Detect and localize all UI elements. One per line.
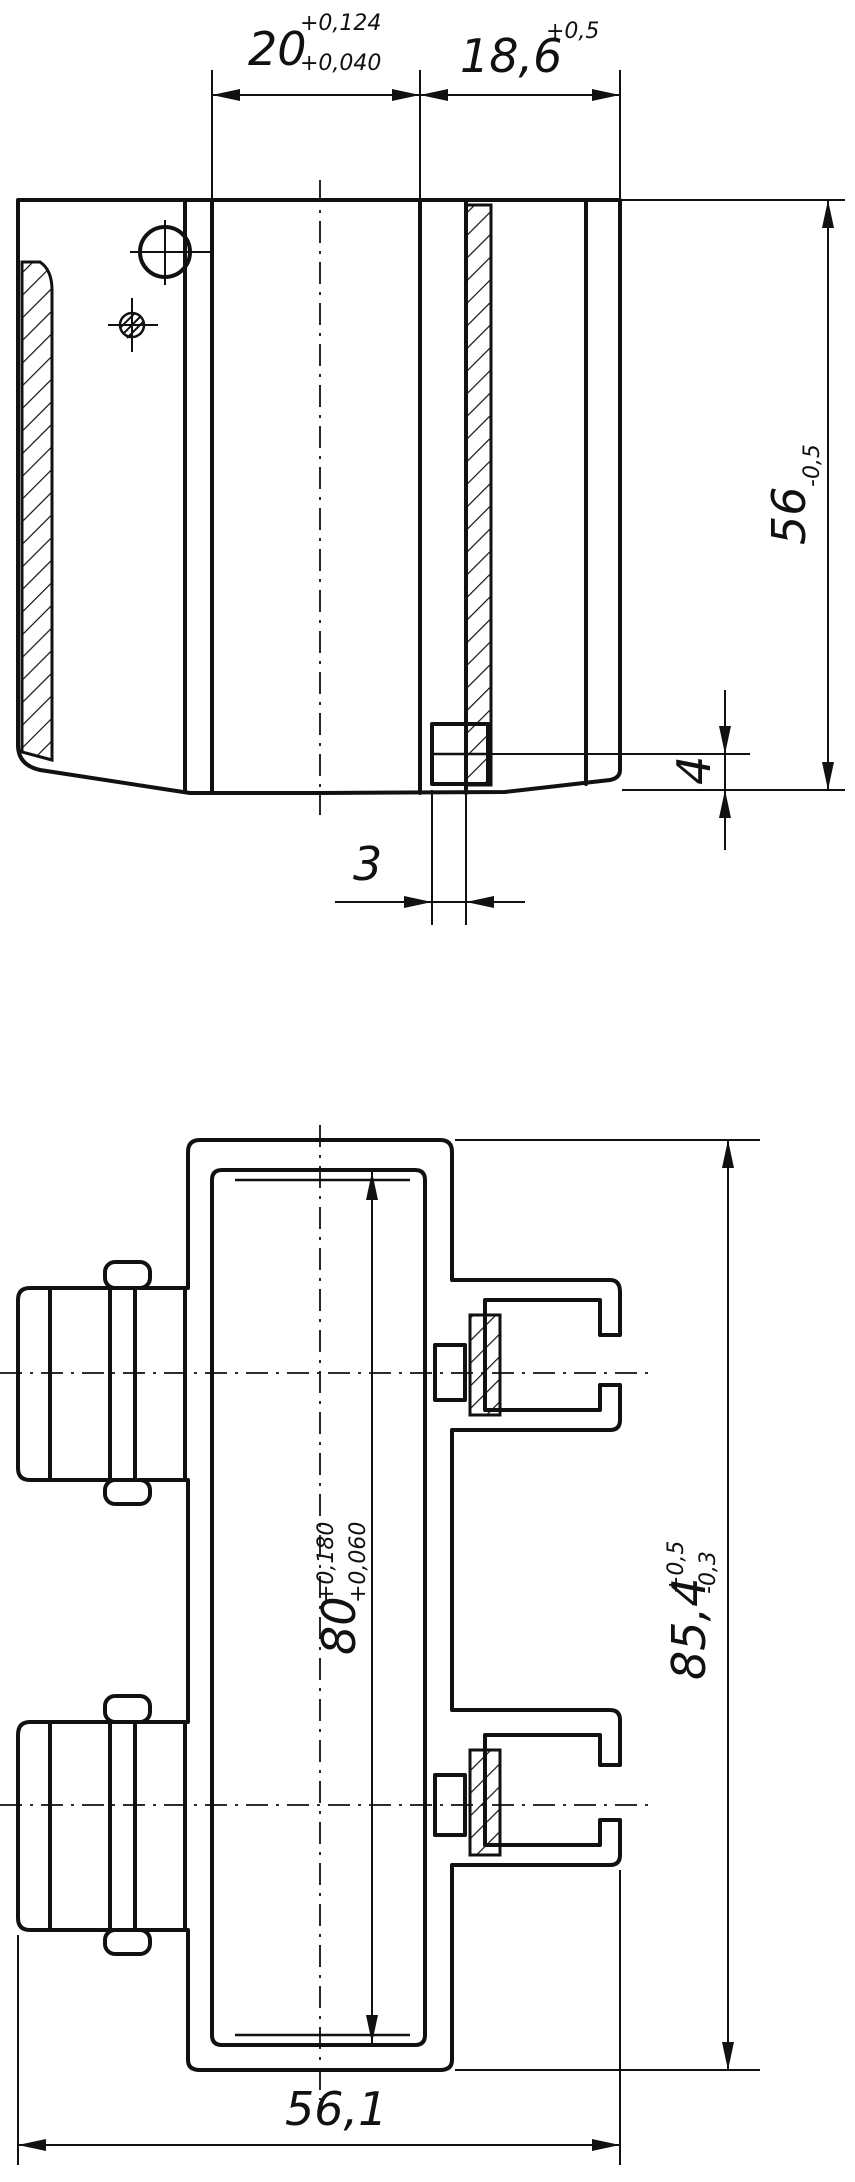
dim-height: 56 [762,486,816,545]
dim-width-b-upper: +0,5 [546,19,599,44]
dim-width-a-upper: +0,124 [300,11,381,36]
dim-outer-height: 85,4 [662,1578,716,1680]
bottom-view: 80 +0,180 +0,060 85,4 +0,5 -0,3 56,1 [0,1125,760,2165]
dim-gap: 3 [353,837,382,891]
nut-upper-section [468,1313,502,1417]
dim-width-a-lower: +0,040 [300,51,381,76]
dim-inner-upper: +0,180 [314,1522,339,1603]
clamp-upper-tab-bottom [103,1478,152,1506]
dim-inner-height: 80 [312,1596,366,1655]
slot-section [464,203,493,787]
dim-step: 4 [667,756,721,785]
dim-height-tol: -0,5 [800,444,825,487]
dim-total-width: 56,1 [285,2082,387,2136]
nut-lower-section [468,1748,502,1857]
clamp-lower [48,1720,187,1932]
dim-width-a: 20 [248,22,307,76]
clamp-lower-tab-bottom [103,1928,152,1956]
dim-width-b: 18,6 [460,29,562,83]
left-wall-section [20,260,54,762]
profile-inner [210,1168,427,2047]
clamp-upper [48,1286,187,1482]
top-body-outline [16,198,622,795]
dim-outer-upper: +0,5 [664,1541,689,1594]
dim-outer-lower: -0,3 [696,1551,721,1594]
dim-inner-lower: +0,060 [346,1522,371,1603]
clamp-upper-tab-top [103,1260,152,1290]
profile-outer [16,1138,622,2072]
top-view: 20 +0,124 +0,040 18,6 +0,5 56 -0,5 4 [16,11,845,925]
clamp-lower-tab-top [103,1694,152,1724]
